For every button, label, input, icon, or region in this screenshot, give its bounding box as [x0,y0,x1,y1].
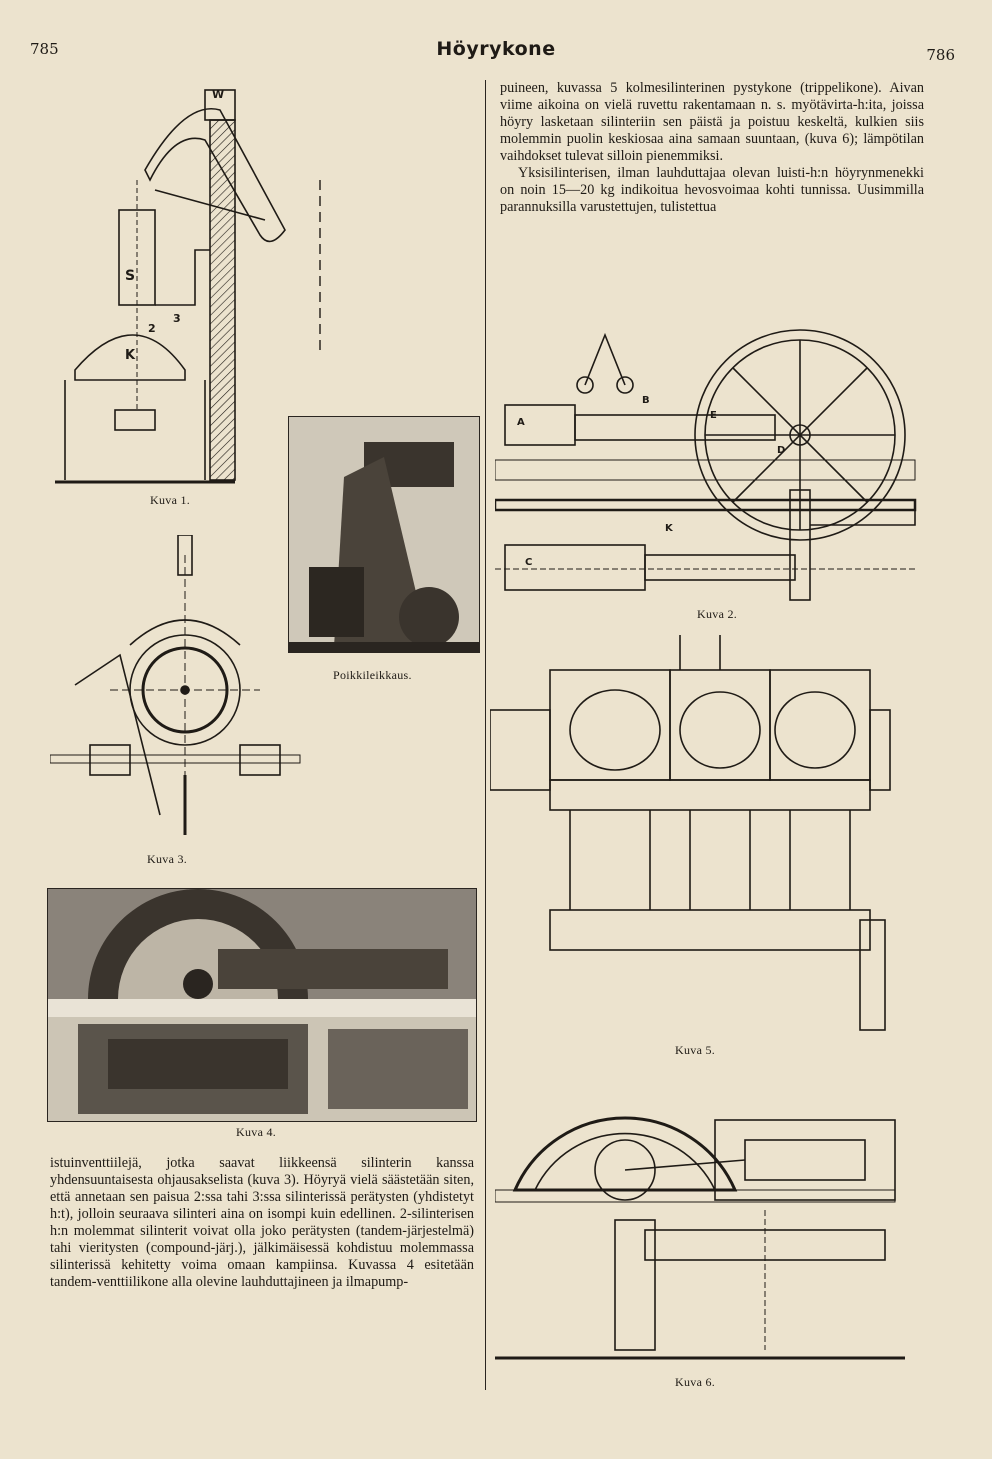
fig2-label-b: B [642,395,650,406]
right-paragraph-2: Yksisilinterisen, ilman lauhduttajaa ole… [500,165,924,215]
fig1-caption: Kuva 1. [150,493,191,507]
figure-1: W S K 3 2 [55,80,325,490]
cross-section-caption: Poikkileikkaus. [333,668,412,682]
left-paragraph: istuinventtiilejä, jotka saavat liikkeen… [50,1155,474,1290]
fig2-caption: Kuva 2. [697,607,738,621]
fig1-label-w: W [212,88,225,101]
column-divider [485,80,486,1390]
right-page-number: 786 [926,46,955,64]
right-paragraph-1: puineen, kuvassa 5 kolmesilinterinen pys… [500,80,924,164]
fig1-label-2: 2 [148,322,156,335]
cross-section-photo [288,416,480,653]
fig3-caption: Kuva 3. [147,852,188,866]
fig2-label-c: C [525,557,533,568]
figure-6 [495,1050,915,1370]
fig5-caption: Kuva 5. [675,1043,716,1057]
figure-2: A B D C E K [495,325,925,610]
fig1-label-s: S [125,268,136,284]
figure-5 [490,630,900,1035]
fig2-label-d: D [777,445,786,456]
fig2-label-k: K [665,523,673,534]
figure-3 [50,535,310,845]
left-page-number: 785 [30,40,59,58]
figure-4-photo [47,888,477,1122]
fig1-label-k: K [125,348,136,363]
right-column-text: puineen, kuvassa 5 kolmesilinterinen pys… [500,80,924,216]
fig1-label-3: 3 [173,312,181,325]
running-title: Höyrykone [436,38,556,60]
fig4-caption: Kuva 4. [236,1125,277,1139]
fig2-label-e: E [710,410,717,421]
fig2-label-a: A [517,417,525,428]
fig6-caption: Kuva 6. [675,1375,716,1389]
left-column-text: istuinventtiilejä, jotka saavat liikkeen… [50,1155,474,1291]
